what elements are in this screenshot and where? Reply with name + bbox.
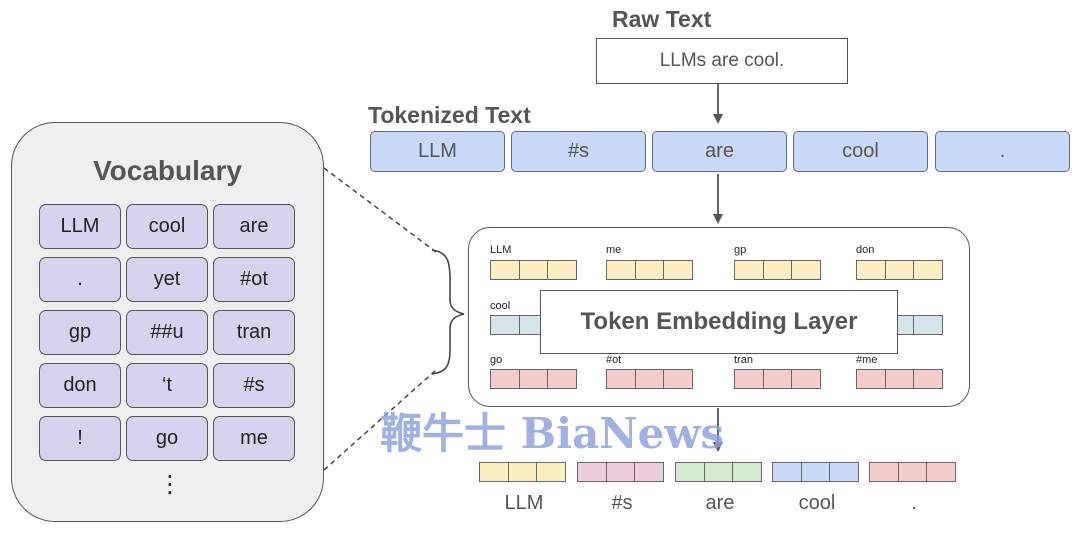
raw-text-title: Raw Text bbox=[612, 6, 712, 32]
vocab-cell: are bbox=[213, 204, 295, 249]
vocab-cell: don bbox=[39, 363, 121, 408]
vocabulary-ellipsis: ⋮ bbox=[158, 471, 182, 498]
embedding-vector bbox=[490, 369, 577, 389]
token-box: cool bbox=[793, 131, 928, 172]
vocab-cell: ##u bbox=[126, 310, 208, 355]
curly-brace bbox=[431, 249, 465, 375]
token-box: #s bbox=[511, 131, 646, 172]
vocab-cell: gp bbox=[39, 310, 121, 355]
tokenized-text-title: Tokenized Text bbox=[368, 102, 531, 128]
vocab-cell: ‘t bbox=[126, 363, 208, 408]
output-label: are bbox=[705, 492, 735, 514]
vocab-cell: tran bbox=[213, 310, 295, 355]
embedding-vector bbox=[490, 260, 577, 280]
embedding-label: go bbox=[490, 354, 503, 366]
vocab-cell: go bbox=[126, 416, 208, 461]
output-vector bbox=[869, 462, 956, 482]
token-box: are bbox=[652, 131, 787, 172]
embedding-vector bbox=[856, 369, 943, 389]
output-vector bbox=[577, 462, 664, 482]
vocabulary-title: Vocabulary bbox=[93, 155, 242, 186]
embedding-label: gp bbox=[734, 244, 747, 256]
vocab-cell: . bbox=[39, 257, 121, 302]
output-vector bbox=[479, 462, 566, 482]
vocab-cell: yet bbox=[126, 257, 208, 302]
vocab-cell: cool bbox=[126, 204, 208, 249]
output-vector bbox=[772, 462, 859, 482]
watermark: 鞭牛士 BiaNews bbox=[380, 409, 725, 458]
embedding-label: cool bbox=[490, 300, 511, 312]
embedding-label: tran bbox=[734, 354, 753, 366]
embedding-vector bbox=[734, 369, 821, 389]
vocab-cell: #ot bbox=[213, 257, 295, 302]
embedding-vector bbox=[606, 260, 693, 280]
embedding-layer-title: Token Embedding Layer bbox=[540, 290, 898, 354]
output-label: cool bbox=[798, 492, 836, 514]
output-label: . bbox=[911, 492, 917, 514]
embedding-label: #me bbox=[856, 354, 878, 366]
output-label: LLM bbox=[504, 492, 544, 514]
embedding-label: me bbox=[606, 244, 622, 256]
embedding-vector bbox=[856, 260, 943, 280]
output-label: #s bbox=[611, 492, 633, 514]
vocab-cell: #s bbox=[213, 363, 295, 408]
raw-text-box: LLMs are cool. bbox=[596, 38, 848, 84]
dashed-line-bottom bbox=[323, 369, 437, 471]
embedding-label: LLM bbox=[490, 244, 512, 256]
output-vector bbox=[675, 462, 762, 482]
token-box: LLM bbox=[370, 131, 505, 172]
dashed-line-top bbox=[323, 167, 437, 253]
embedding-vector bbox=[734, 260, 821, 280]
vocab-cell: me bbox=[213, 416, 295, 461]
vocab-cell: LLM bbox=[39, 204, 121, 249]
embedding-label: #ot bbox=[606, 354, 622, 366]
embedding-label: don bbox=[856, 244, 875, 256]
token-box: . bbox=[935, 131, 1070, 172]
vocab-cell: ! bbox=[39, 416, 121, 461]
embedding-vector bbox=[606, 369, 693, 389]
